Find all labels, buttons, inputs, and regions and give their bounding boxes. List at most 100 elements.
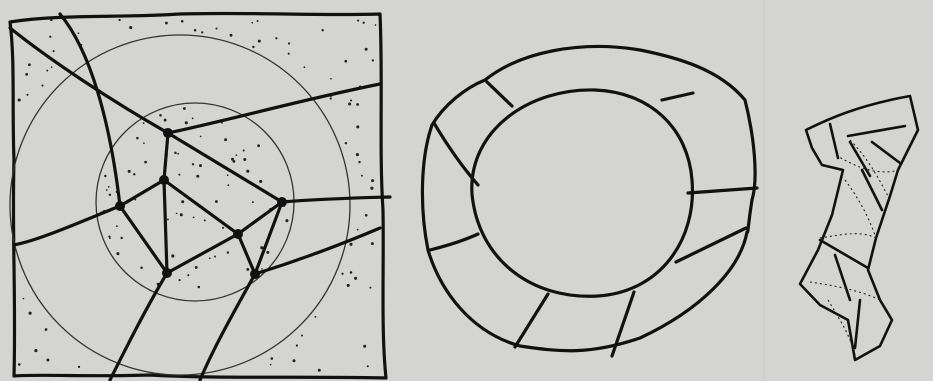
stipple-dot xyxy=(292,359,295,362)
stipple-dot xyxy=(46,70,48,72)
vertex-dot xyxy=(163,128,173,138)
stipple-dot xyxy=(143,122,145,124)
stipple-dot xyxy=(128,170,131,173)
stipple-dot xyxy=(185,121,188,124)
stipple-dot xyxy=(341,273,343,275)
vertex-dot xyxy=(277,197,287,207)
stipple-dot xyxy=(330,98,332,100)
stipple-dot xyxy=(133,173,135,175)
stipple-dot xyxy=(259,180,262,183)
vertex-dot xyxy=(115,201,125,211)
stipple-dot xyxy=(29,312,32,315)
stipple-dot xyxy=(365,214,368,217)
stipple-dot xyxy=(26,94,28,96)
stipple-dot xyxy=(199,164,202,167)
stipple-dot xyxy=(18,98,21,101)
stipple-dot xyxy=(271,357,274,360)
stipple-dot xyxy=(230,34,233,37)
stipple-dot xyxy=(350,271,353,274)
stipple-dot xyxy=(171,254,174,257)
stipple-dot xyxy=(314,316,316,318)
stipple-dot xyxy=(215,27,217,29)
stipple-dot xyxy=(180,213,183,216)
stipple-dot xyxy=(175,152,177,154)
stipple-dot xyxy=(46,359,49,362)
stipple-dot xyxy=(181,200,184,203)
stipple-dot xyxy=(159,114,162,117)
vertex-dot xyxy=(159,175,169,185)
stipple-dot xyxy=(318,369,321,372)
stipple-dot xyxy=(194,29,197,32)
stipple-dot xyxy=(179,279,181,281)
stipple-dot xyxy=(227,251,229,253)
stipple-dot xyxy=(246,268,249,271)
stipple-dot xyxy=(345,142,347,144)
stipple-dot xyxy=(53,50,55,52)
stipple-dot xyxy=(198,286,201,289)
stipple-dot xyxy=(183,107,186,110)
stipple-dot xyxy=(252,46,254,48)
stipple-dot xyxy=(361,175,363,177)
stipple-dot xyxy=(375,24,377,26)
stipple-dot xyxy=(140,266,143,269)
stipple-dot xyxy=(370,187,373,190)
stipple-dot xyxy=(136,137,139,140)
stipple-dot xyxy=(243,158,246,161)
stipple-dot xyxy=(41,85,43,87)
stipple-dot xyxy=(18,363,21,366)
stipple-dot xyxy=(369,287,371,289)
stipple-dot xyxy=(354,277,357,280)
stipple-dot xyxy=(358,161,360,163)
stipple-dot xyxy=(181,20,184,23)
stipple-dot xyxy=(251,22,253,24)
stipple-dot xyxy=(296,344,298,346)
stipple-dot xyxy=(288,53,290,55)
stipple-dot xyxy=(116,225,118,227)
stipple-dot xyxy=(129,26,132,29)
vertex-dot xyxy=(233,229,243,239)
stipple-dot xyxy=(347,284,350,287)
stipple-dot xyxy=(246,170,249,173)
stipple-dot xyxy=(176,213,178,215)
vertex-dot xyxy=(250,269,260,279)
stipple-dot xyxy=(118,19,120,21)
stipple-dot xyxy=(204,219,206,221)
stipple-dot xyxy=(224,138,227,141)
stipple-dot xyxy=(275,37,277,39)
stipple-dot xyxy=(209,257,211,259)
stipple-dot xyxy=(196,175,199,178)
stipple-dot xyxy=(371,179,374,182)
stipple-dot xyxy=(367,365,369,367)
stipple-dot xyxy=(222,227,224,229)
stipple-dot xyxy=(78,366,80,368)
stipple-dot xyxy=(357,20,359,22)
stipple-dot xyxy=(349,243,352,246)
stipple-dot xyxy=(34,349,37,352)
stipple-dot xyxy=(257,20,259,22)
stipple-dot xyxy=(344,60,347,63)
stipple-dot xyxy=(330,78,332,80)
stipple-dot xyxy=(215,200,218,203)
stipple-dot xyxy=(301,334,303,336)
stipple-dot xyxy=(258,40,261,43)
stipple-dot xyxy=(193,217,195,219)
stipple-dot xyxy=(252,201,254,203)
stipple-dot xyxy=(106,189,108,191)
stipple-dot xyxy=(350,99,352,101)
stipple-dot xyxy=(167,218,169,220)
stipple-dot xyxy=(195,266,198,269)
stipple-dot xyxy=(178,174,180,176)
stipple-dot xyxy=(257,144,260,147)
stipple-dot xyxy=(143,142,145,144)
stipple-dot xyxy=(304,66,306,68)
vertex-dot xyxy=(162,268,172,278)
stipple-dot xyxy=(214,255,216,257)
stipple-dot xyxy=(227,184,229,186)
stipple-dot xyxy=(363,345,366,348)
stipple-dot xyxy=(356,153,359,156)
stipple-dot xyxy=(144,161,147,164)
stipple-dot xyxy=(165,22,168,25)
stipple-dot xyxy=(25,73,28,76)
stipple-dot xyxy=(227,174,229,176)
